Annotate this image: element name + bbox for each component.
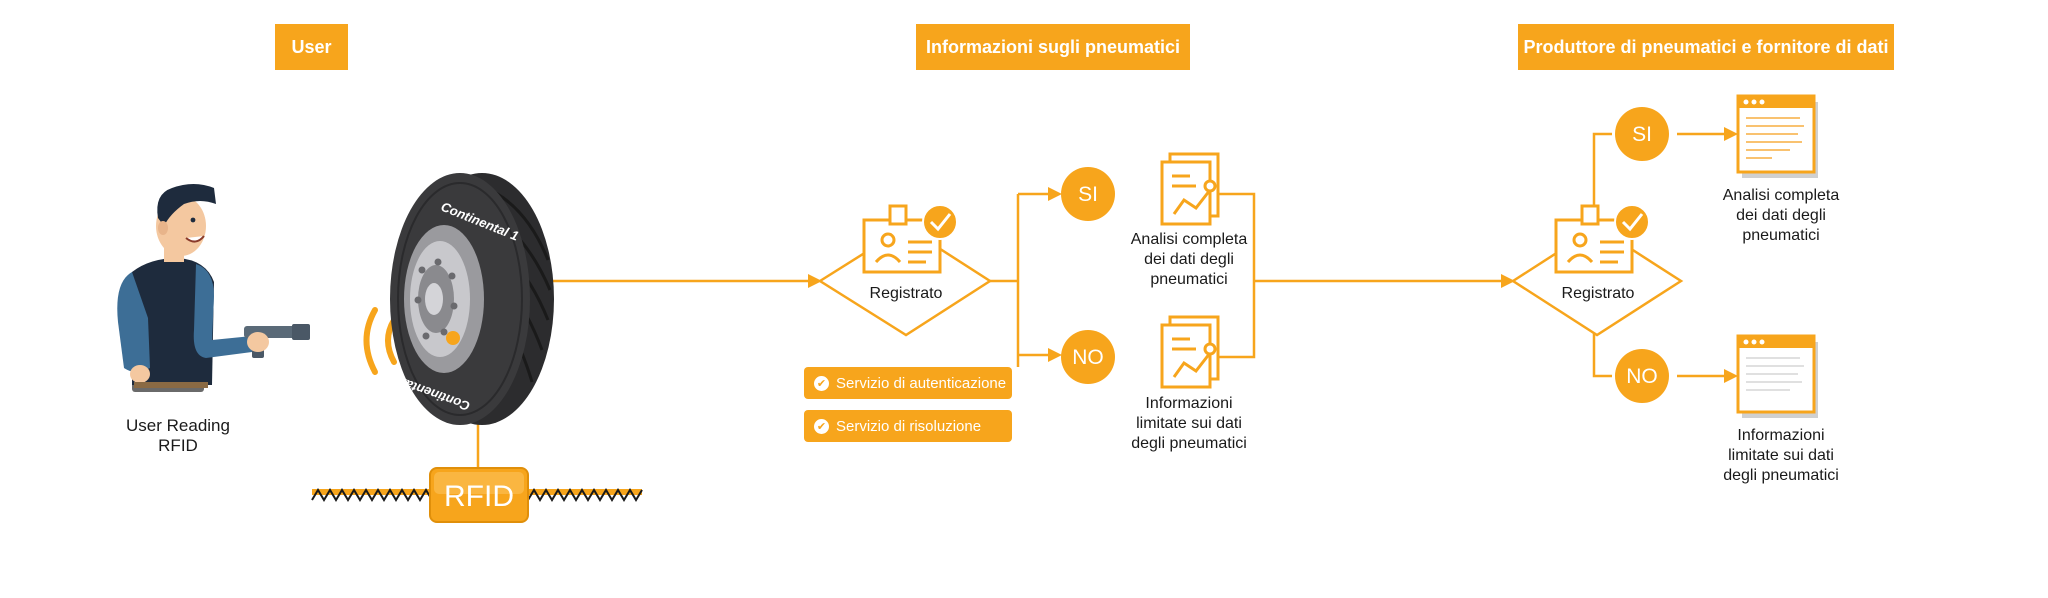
rfid-tag-label: RFID [444,480,514,513]
resolution-service-badge: ✔ Servizio di risoluzione [804,410,1012,442]
registered-decision-2 [1510,204,1684,337]
header-user: User [275,24,348,70]
check-icon: ✔ [814,418,829,434]
svg-text:SI: SI [1078,183,1098,206]
header-producer: Produttore di pneumatici e fornitore di … [1518,24,1894,70]
checkmark-icon [922,204,958,240]
svg-text:SI: SI [1632,123,1652,146]
yes-circle-2: SI [1615,107,1669,161]
analysis-document-icon [1160,152,1220,226]
rfid-signal-icon [363,307,397,375]
yes-circle-1: SI [1061,167,1115,221]
report-window-icon [1736,334,1818,418]
rfid-tag-strip: RFID [311,467,643,523]
rfid-sensor-dot [446,331,460,345]
analysis-document-icon [1160,315,1220,389]
registered-label-2: Registrato [1561,285,1635,302]
check-icon: ✔ [814,375,829,391]
header-tire-info: Informazioni sugli pneumatici [916,24,1190,70]
tire-illustration: Continental 1 Continental 1 [389,173,554,425]
svg-text:NO: NO [1626,365,1658,388]
report-window-icon [1736,94,1818,178]
arrow-heads [808,127,1738,383]
no-circle-2: NO [1615,349,1669,403]
person-illustration [117,184,310,392]
flow-lines [476,132,1726,468]
authentication-service-badge: ✔ Servizio di autenticazione [804,367,1012,399]
svg-text:NO: NO [1072,346,1104,369]
checkmark-icon [1614,204,1650,240]
registered-decision-1 [817,204,993,337]
registered-label-1: Registrato [869,285,943,302]
no-circle-1: NO [1061,330,1115,384]
